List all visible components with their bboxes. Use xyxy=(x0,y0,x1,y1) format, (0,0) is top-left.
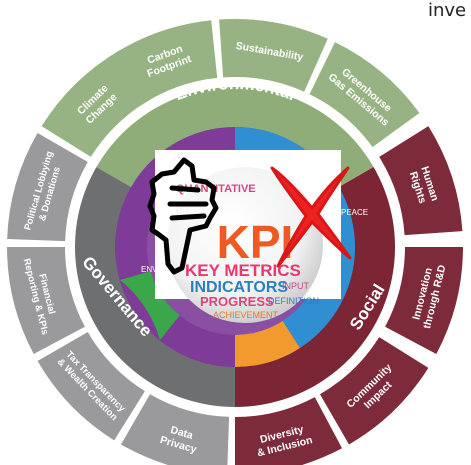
segment-sustainability xyxy=(219,18,328,92)
segment-diversity xyxy=(235,397,343,465)
word-key-metrics: KEY METRICS xyxy=(185,261,301,280)
word-definition: DEFINITION xyxy=(268,296,319,306)
word-indicators: INDICATORS xyxy=(190,279,288,296)
segment-community xyxy=(320,337,429,445)
segment-innovation xyxy=(385,247,463,355)
pillar-ring xyxy=(74,87,395,407)
segment-lobbying xyxy=(7,133,88,242)
word-input: INPUT xyxy=(282,281,310,291)
outer-ring xyxy=(7,18,463,465)
word-peace: PEACE xyxy=(341,208,368,217)
red-x-icon xyxy=(270,166,352,268)
segment-climate xyxy=(41,49,150,157)
thumbs-down-icon xyxy=(147,157,219,275)
pillar-band-governance xyxy=(74,167,235,407)
segment-human-rights xyxy=(379,126,463,236)
segment-financial xyxy=(7,247,85,355)
corner-text: inve xyxy=(428,0,467,21)
pillar-band-social xyxy=(235,167,395,407)
segment-tax xyxy=(37,332,145,441)
word-partnership: PARTNERSHIP xyxy=(157,207,213,216)
word-env: ENV xyxy=(141,265,158,274)
word-progress: PROGRESS xyxy=(200,294,274,309)
segment-data-privacy xyxy=(121,394,230,465)
word-achievement: ACHIEVEMENT xyxy=(213,310,279,320)
pillar-band-environmental xyxy=(96,87,374,188)
segment-ghg xyxy=(309,42,420,148)
